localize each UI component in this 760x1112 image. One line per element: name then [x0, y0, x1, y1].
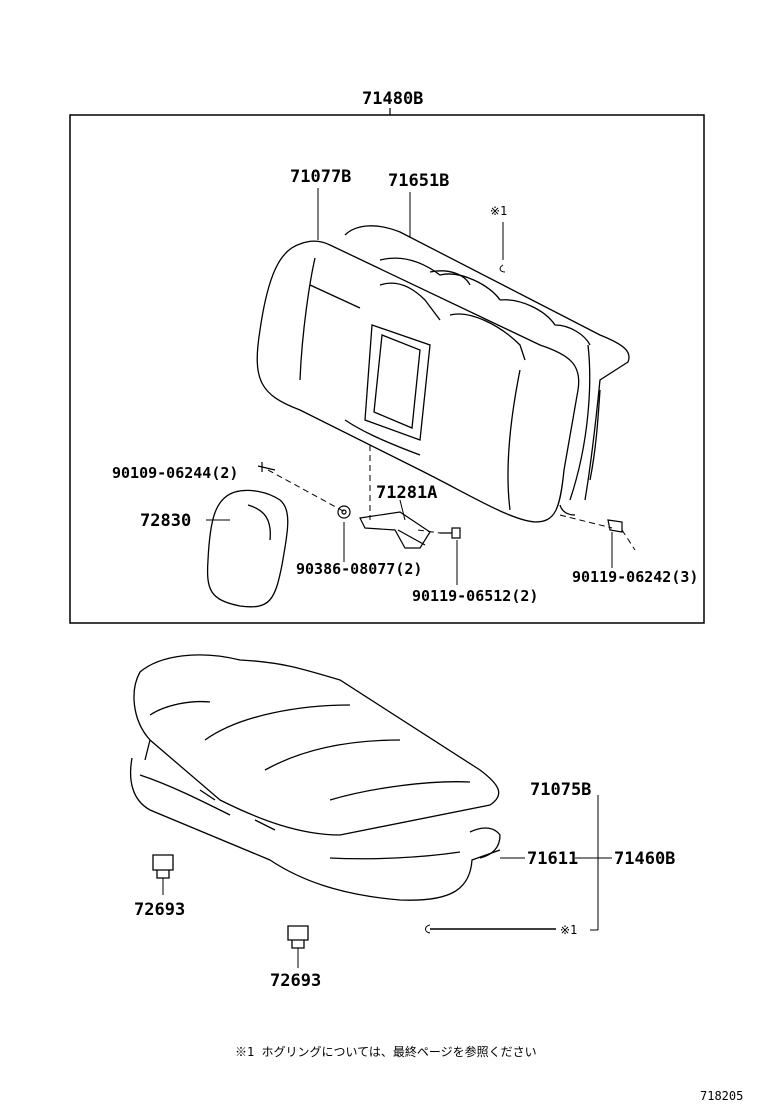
label-90119-06512: 90119-06512(2)	[412, 587, 538, 605]
hog-ring-icon-top	[499, 264, 506, 273]
seat-cushion-drawing	[129, 654, 501, 901]
label-90119-06242: 90119-06242(3)	[572, 568, 698, 586]
label-90386-08077: 90386-08077(2)	[296, 560, 422, 578]
label-71651B: 71651B	[388, 171, 449, 191]
leader-lines-lower	[162, 795, 612, 968]
label-72693-left: 72693	[134, 900, 185, 920]
footnote: ※1 ホグリングについては、最終ページを参照ください	[235, 1044, 537, 1059]
label-71077B: 71077B	[290, 167, 351, 187]
leader-lines-upper	[206, 188, 613, 585]
label-71480B: 71480B	[362, 89, 423, 109]
bracket-drawing	[257, 462, 623, 549]
label-71281A: 71281A	[376, 483, 437, 503]
label-72693-center: 72693	[270, 971, 321, 991]
diagram-id: 718205	[700, 1089, 743, 1103]
attachment-dashes	[267, 445, 636, 551]
bolt-icon	[440, 527, 461, 539]
assembly-frame-71480B	[69, 114, 705, 624]
label-mark1-top: ※1	[490, 204, 507, 218]
nut-icon	[337, 505, 351, 519]
label-90109-06244: 90109-06244(2)	[112, 464, 238, 482]
clip-icon	[257, 462, 276, 472]
label-71460B: 71460B	[614, 849, 675, 869]
seat-back-drawing	[256, 240, 580, 523]
seat-back-pad-drawing	[344, 225, 630, 516]
clip-icon-right	[607, 519, 623, 533]
label-71611: 71611	[527, 849, 578, 869]
label-72830: 72830	[140, 511, 191, 531]
label-71075B: 71075B	[530, 780, 591, 800]
label-mark1-bottom: ※1	[560, 923, 577, 937]
headrest-drawing	[206, 489, 289, 608]
